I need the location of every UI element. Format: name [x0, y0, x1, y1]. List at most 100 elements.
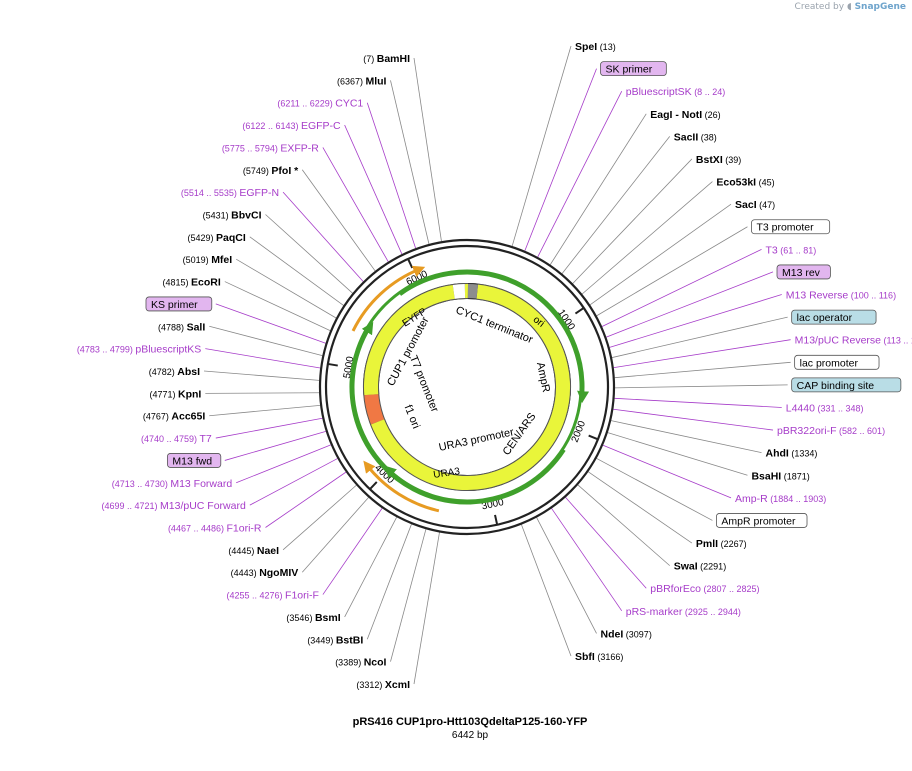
- leader-ampr-promoter: [596, 458, 713, 521]
- feature-tag-lac-operator: lac operator: [797, 312, 853, 324]
- label-leader-lines: [203, 45, 791, 685]
- site-position: (2807 .. 2825): [701, 584, 760, 594]
- orf-arc-eyfp: [351, 265, 426, 332]
- feature-tag-cap-binding-site: CAP binding site: [797, 380, 875, 392]
- leader-bbvci: [265, 214, 353, 294]
- orf-arc-ura3: [363, 460, 440, 513]
- primer-label-f1ori-f: (4255 .. 4276) F1ori-F: [226, 590, 318, 602]
- leader-pbr322ori-f: [613, 408, 774, 431]
- feature-tag-t3-promoter: T3 promoter: [756, 222, 814, 234]
- primer-label-pbluescriptks: (4783 .. 4799) pBluescriptKS: [77, 344, 202, 356]
- primer-label-cyc1: (6211 .. 6229) CYC1: [277, 98, 363, 110]
- leader-mlui: [390, 80, 430, 245]
- enzyme-label-ecori: (4815) EcoRI: [162, 277, 220, 289]
- leader-t7: [215, 417, 323, 439]
- backbone-inner-ring: [324, 244, 610, 530]
- site-position: (582 .. 601): [837, 426, 886, 436]
- primer-label-amp-r: Amp-R (1884 .. 1903): [735, 493, 826, 505]
- leader-f1ori-f: [322, 508, 383, 595]
- primer-label-egfp-c: (6122 .. 6143) EGFP-C: [242, 120, 341, 132]
- site-name: pBluescriptSK: [626, 86, 692, 98]
- site-name: pRS-marker: [626, 606, 683, 618]
- leader-sbfi: [521, 524, 572, 657]
- site-position: (3312): [356, 680, 385, 690]
- site-name: EGFP-N: [239, 187, 279, 199]
- site-name: KpnI: [178, 388, 201, 400]
- primer-label-f1ori-r: (4467 .. 4486) F1ori-R: [168, 523, 262, 535]
- feature-cup1-promoter: [452, 284, 466, 299]
- scale-tick: [494, 514, 499, 525]
- site-name: Amp-R: [735, 493, 768, 505]
- primer-label-prs-marker: pRS-marker (2925 .. 2944): [626, 606, 741, 618]
- orf-arc-ampr: [349, 269, 590, 505]
- site-position: (3546): [286, 613, 315, 623]
- site-name: SacII: [674, 131, 699, 143]
- site-name: M13/pUC Reverse: [795, 335, 882, 347]
- enzyme-label-sacii: SacII (38): [674, 131, 717, 143]
- site-position: (47): [757, 200, 776, 210]
- leader-acc65i: [209, 404, 321, 417]
- scale-tick: [327, 362, 338, 367]
- leader-exfp-r: [322, 147, 389, 262]
- enzyme-label-mfei: (5019) MfeI: [183, 254, 233, 266]
- site-name: PmlI: [696, 538, 718, 550]
- leader-egfp-n: [282, 191, 364, 282]
- leader-m13-reverse: [609, 294, 782, 348]
- site-position: (4767): [143, 412, 172, 422]
- site-name: F1ori-F: [285, 590, 319, 602]
- leader-saci: [589, 203, 732, 306]
- site-position: (26): [702, 110, 721, 120]
- site-position: (4467 .. 4486): [168, 524, 227, 534]
- enzyme-label-bstbi: (3449) BstBI: [307, 634, 363, 646]
- leader-bstbi: [366, 524, 412, 640]
- site-name: L4440: [786, 402, 815, 414]
- enzyme-label-acc65i: (4767) Acc65I: [143, 411, 205, 423]
- site-position: (4815): [162, 278, 191, 288]
- enzyme-label-eagi-noti: EagI - NotI (26): [650, 109, 720, 121]
- enzyme-label-sbfi: SbfI (3166): [575, 651, 623, 663]
- site-position: (4699 .. 4721): [101, 501, 160, 511]
- map-length: 6442 bp: [452, 730, 489, 741]
- site-name: pBR322ori-F: [777, 425, 837, 437]
- feature-f1-ori: [364, 284, 570, 490]
- site-position: (39): [723, 155, 742, 165]
- site-name: M13 Forward: [170, 478, 232, 490]
- site-position: (4445): [228, 546, 257, 556]
- enzyme-label-paqci: (5429) PaqCI: [188, 232, 246, 244]
- leader-pbluescriptsk: [537, 91, 623, 258]
- site-position: (1334): [789, 449, 818, 459]
- site-name: M13 Reverse: [786, 290, 849, 302]
- feature-tag-m13-rev: M13 rev: [782, 267, 821, 279]
- site-position: (6367): [337, 76, 366, 86]
- site-name: EagI - NotI: [650, 109, 702, 121]
- site-name: SpeI: [575, 41, 597, 53]
- leader-xcmi: [413, 532, 440, 685]
- site-position: (5429): [188, 233, 217, 243]
- site-name: Acc65I: [171, 411, 205, 423]
- feature-tag-m13-fwd: M13 fwd: [172, 455, 212, 467]
- feature-tag-ks-primer: KS primer: [151, 299, 198, 311]
- label-box-lac-operator: [791, 309, 877, 325]
- site-position: (2267): [718, 539, 747, 549]
- site-name: BamHI: [377, 53, 410, 65]
- leader-paqci: [249, 236, 344, 306]
- enzyme-label-mlui: (6367) MluI: [337, 75, 387, 87]
- site-name: EXFP-R: [280, 142, 319, 154]
- enzyme-label-swai: SwaI (2291): [674, 561, 726, 573]
- site-name: XcmI: [385, 679, 410, 691]
- orf-arc-eyfp-inner: [351, 271, 583, 503]
- credit-brand: SnapGene: [854, 2, 906, 12]
- enzyme-label-naei: (4445) NaeI: [228, 545, 279, 557]
- site-position: (4782): [149, 367, 178, 377]
- site-name: BstBI: [336, 634, 364, 646]
- primer-label-t7: (4740 .. 4759) T7: [141, 433, 212, 445]
- site-name: Eco53kI: [716, 177, 756, 189]
- site-position: (45): [756, 178, 775, 188]
- site-name: EGFP-C: [301, 120, 341, 132]
- site-position: (5775 .. 5794): [222, 143, 281, 153]
- primer-label-pbrforeco: pBRforEco (2807 .. 2825): [650, 583, 759, 595]
- leader-ngomiv: [301, 497, 369, 573]
